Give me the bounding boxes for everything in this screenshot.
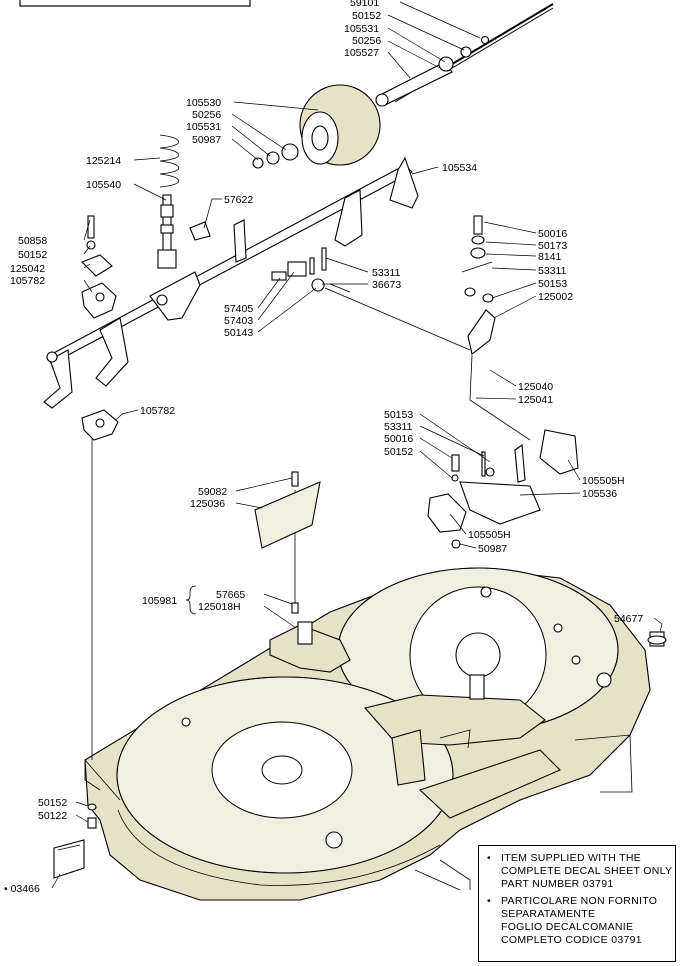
label-125041: 125041 (518, 394, 553, 406)
note-line: COMPLETO CODICE 03791 (501, 934, 642, 946)
label-125002: 125002 (538, 291, 573, 303)
label-50153-c: 50153 (384, 409, 413, 421)
label-105981: 105981 (142, 595, 177, 607)
note-line: SEPARATAMENTE (501, 908, 596, 920)
spring-rod-assembly (157, 134, 211, 269)
label-125042: 125042 (10, 263, 45, 275)
note-line: PARTICOLARE NON FORNITO (501, 895, 658, 907)
label-50016-r: 50016 (538, 228, 567, 240)
label-54677: 54677 (614, 613, 643, 625)
label-50152-top: 50152 (352, 10, 381, 22)
label-50153-r: 50153 (538, 278, 567, 290)
label-50143: 50143 (224, 327, 253, 339)
label-53311-c: 53311 (384, 421, 413, 433)
label-105505H-b: 105505H (468, 529, 511, 541)
note-line: ITEM SUPPLIED WITH THE (501, 852, 642, 864)
label-50016-c: 50016 (384, 433, 413, 445)
label-57622: 57622 (224, 194, 253, 206)
title-box (19, 0, 251, 7)
note-english: • ITEM SUPPLIED WITH THE COMPLETE DECAL … (487, 852, 673, 891)
label-50256-mid: 50256 (192, 109, 221, 121)
label-105531-top: 105531 (344, 23, 379, 35)
left-brackets (81, 215, 119, 441)
note-bullet: • (487, 852, 491, 864)
label-105531-mid: 105531 (186, 121, 221, 133)
label-50152-c: 50152 (384, 446, 413, 458)
note-bullet: • (487, 895, 491, 907)
label-105540: 105540 (86, 179, 121, 191)
label-57405: 57405 (224, 303, 253, 315)
lift-shaft-assembly (43, 156, 419, 409)
note-line: PART NUMBER 03791 (501, 878, 614, 890)
label-50987-top: 50987 (192, 134, 221, 146)
label-53311-a: 53311 (372, 267, 401, 279)
bottom-left-hardware (53, 803, 97, 879)
label-105527: 105527 (344, 47, 379, 59)
label-50858: 50858 (18, 235, 47, 247)
label-57665: 57665 (216, 589, 245, 601)
label-59101: 59101 (350, 0, 379, 9)
label-125036: 125036 (190, 498, 225, 510)
mower-deck (84, 567, 651, 901)
label-53311-r: 53311 (538, 265, 567, 277)
label-105530: 105530 (186, 97, 221, 109)
note-italian: • PARTICOLARE NON FORNITO SEPARATAMENTE … (487, 895, 669, 947)
part-labels: 59101 50152 105531 50256 105527 105530 5… (4, 0, 643, 895)
note-line: COMPLETE DECAL SHEET ONLY (501, 865, 673, 877)
label-50256-top: 50256 (352, 35, 381, 47)
label-03466: • 03466 (4, 883, 40, 895)
label-8141: 8141 (538, 251, 562, 263)
label-50152-left: 50152 (18, 249, 47, 261)
pulley-54677 (647, 631, 667, 647)
label-57403: 57403 (224, 315, 253, 327)
label-50122: 50122 (38, 810, 67, 822)
label-125018H: 125018H (198, 601, 241, 613)
roller-wheel-assembly (252, 3, 554, 169)
decal-note-box: • ITEM SUPPLIED WITH THE COMPLETE DECAL … (478, 845, 676, 962)
label-59082: 59082 (198, 486, 227, 498)
label-50173: 50173 (538, 240, 567, 252)
note-line: FOGLIO DECALCOMANIE (501, 921, 634, 933)
label-105536: 105536 (582, 488, 617, 500)
label-105505H-a: 105505H (582, 475, 625, 487)
leader-lines (51, 1, 663, 889)
label-125040: 125040 (518, 381, 553, 393)
label-50987-c: 50987 (478, 543, 507, 555)
right-link-arm (427, 215, 579, 549)
label-105534: 105534 (442, 162, 477, 174)
label-36673: 36673 (372, 279, 401, 291)
label-105782-mid: 105782 (140, 405, 175, 417)
label-50152-bot: 50152 (38, 797, 67, 809)
guard-plate (254, 471, 321, 614)
label-125214: 125214 (86, 155, 121, 167)
center-linkage (271, 247, 471, 351)
label-105782-top: 105782 (10, 275, 45, 287)
